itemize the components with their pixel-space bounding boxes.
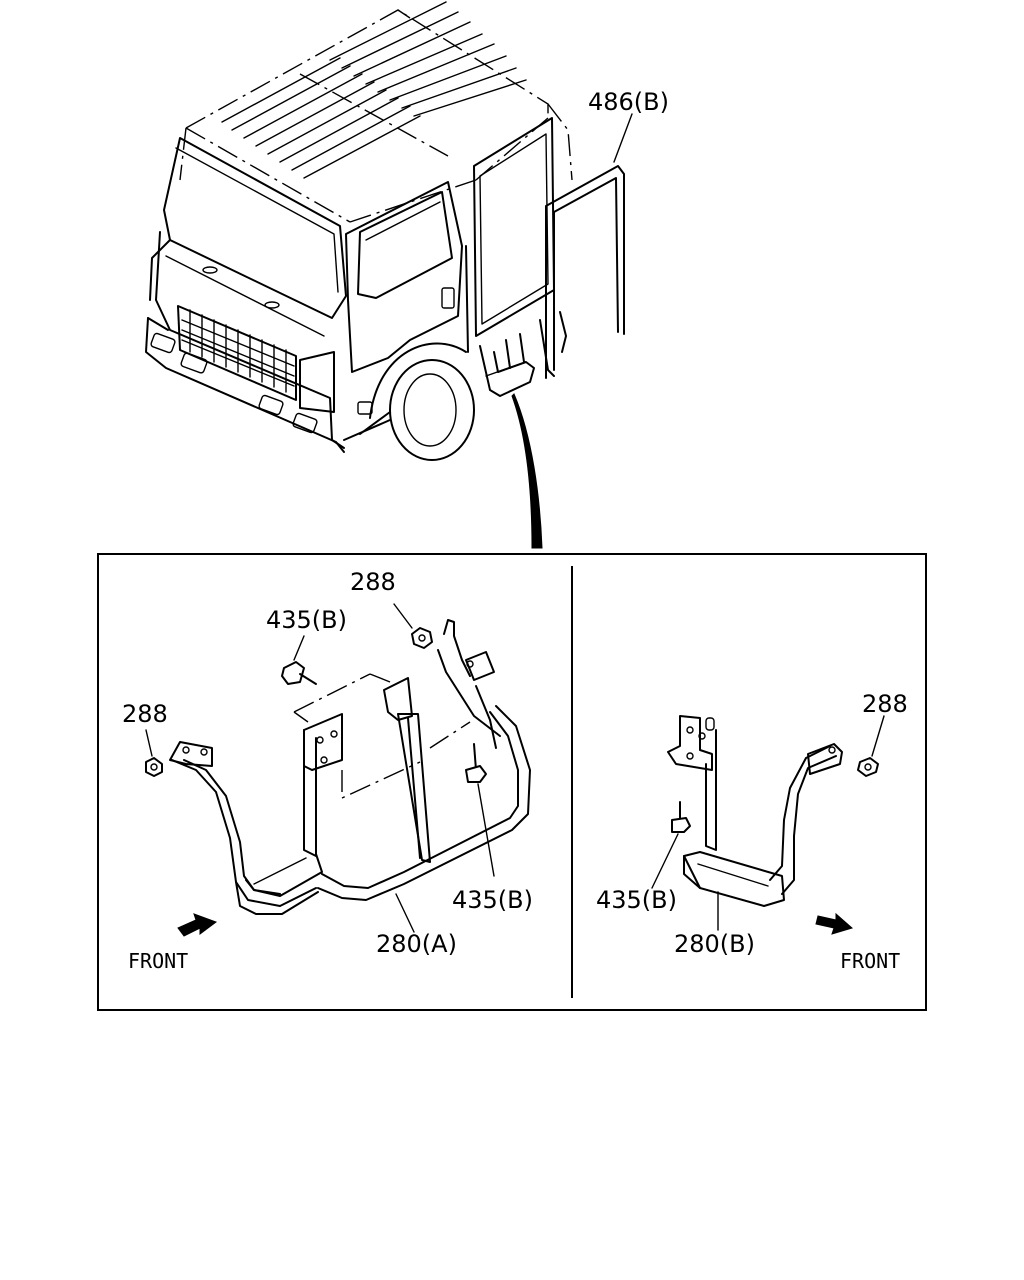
truck-cab-illustration <box>145 1 633 461</box>
callout-288-top: 288 <box>350 568 396 596</box>
front-arrow-right <box>815 912 854 935</box>
callout-435b-right: 435(B) <box>596 886 677 914</box>
callout-288-right: 288 <box>862 690 908 718</box>
callout-288-left: 288 <box>122 700 168 728</box>
callout-486b: 486(B) <box>588 88 669 116</box>
step-assembly-280a <box>169 619 531 915</box>
callout-280b: 280(B) <box>674 930 755 958</box>
callout-435b-left: 435(B) <box>266 606 347 634</box>
step-assembly-280b <box>667 715 843 907</box>
nut-288-top <box>393 603 433 649</box>
bolt-435b-left <box>281 635 317 685</box>
callout-280a: 280(A) <box>376 930 457 958</box>
nut-288-left <box>145 729 163 777</box>
bolt-435b-right <box>651 801 691 889</box>
detail-pointer-arrow <box>511 393 543 549</box>
front-arrow-left <box>177 913 218 937</box>
callout-435b-mid: 435(B) <box>452 886 533 914</box>
label-front-right: FRONT <box>840 949 900 973</box>
bolt-435b-mid <box>465 743 495 877</box>
nut-288-right <box>857 715 885 777</box>
label-front-left: FRONT <box>128 949 188 973</box>
detail-frame <box>97 553 927 1011</box>
